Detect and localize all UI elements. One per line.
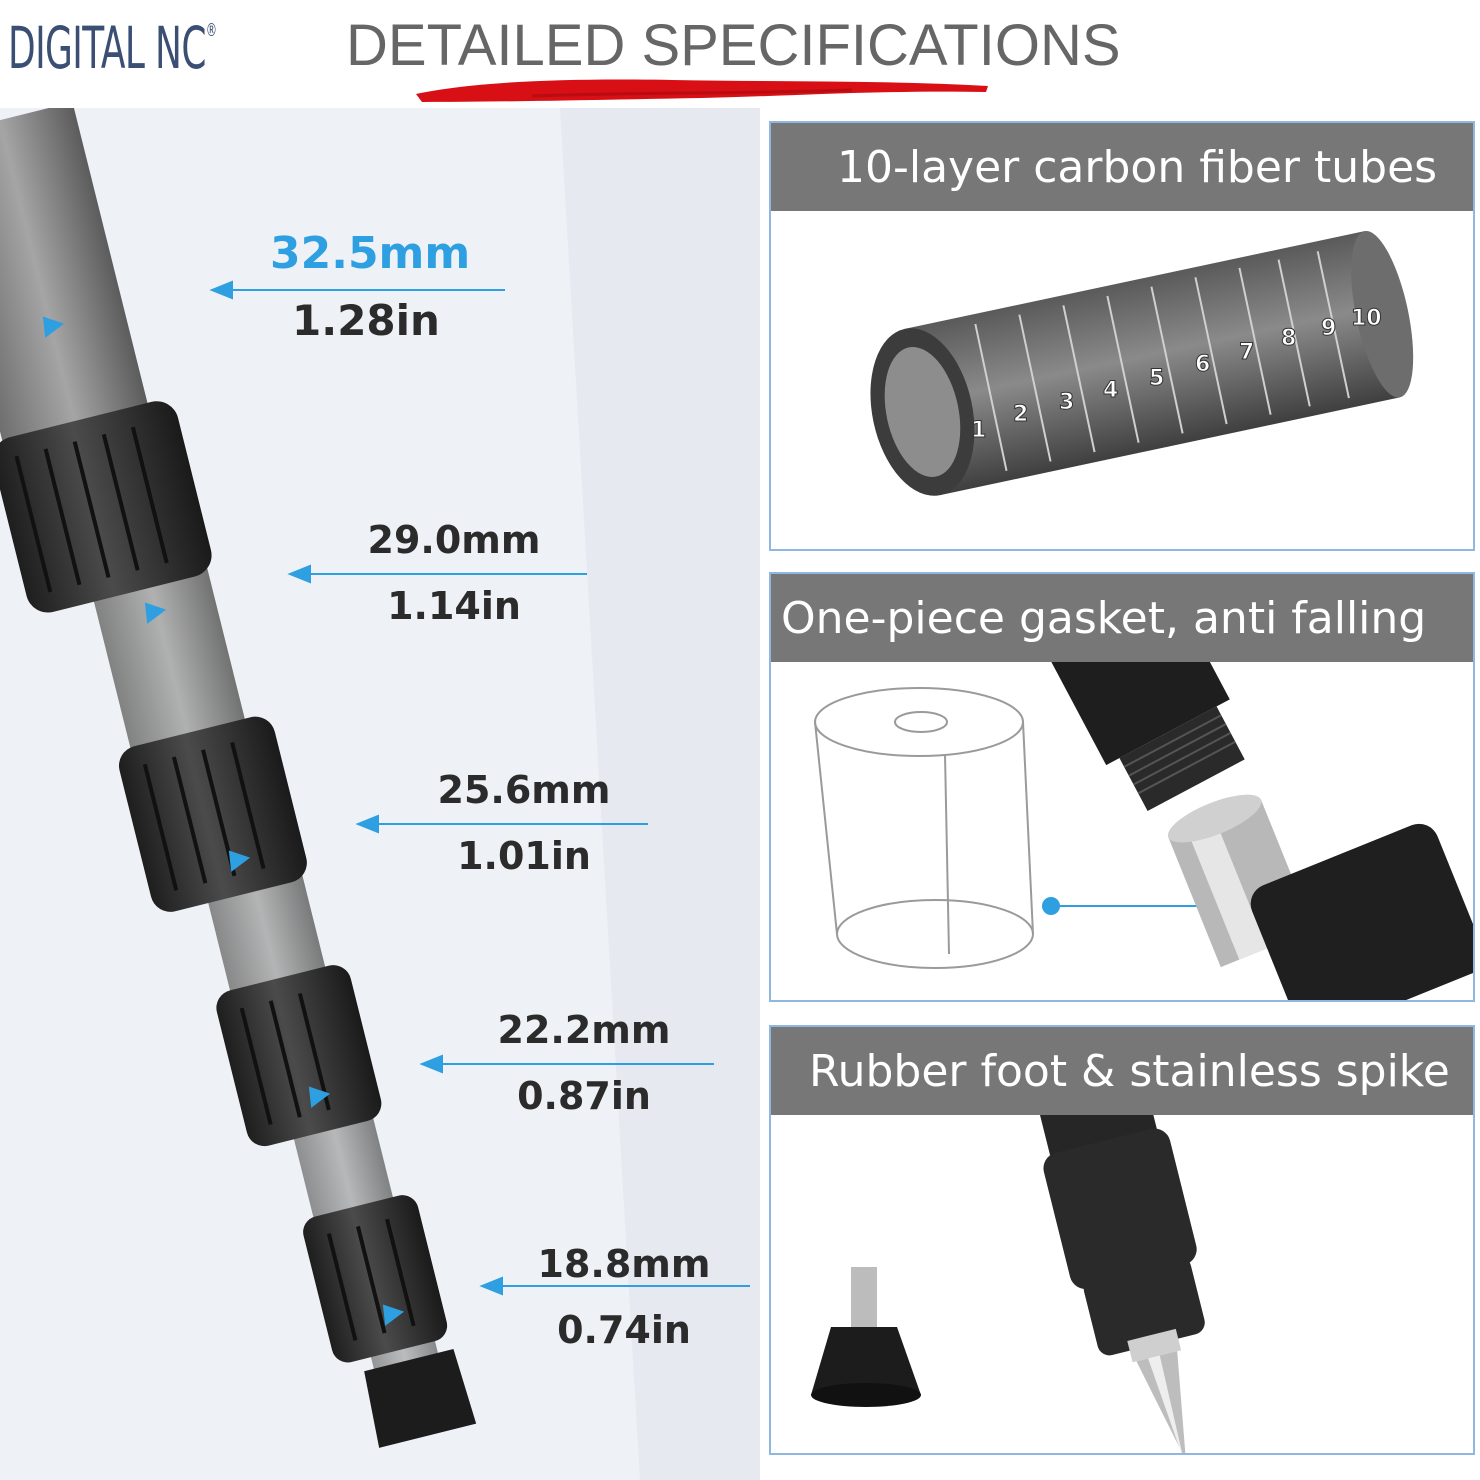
panel-gasket: One-piece gasket, anti falling	[769, 572, 1475, 1002]
layer-label: 6	[1195, 352, 1210, 377]
layer-label: 7	[1239, 340, 1254, 365]
panel-foot-spike-title: Rubber foot & stainless spike	[771, 1027, 1473, 1115]
registered-mark: ®	[205, 20, 217, 41]
measurement-2-in: 1.14in	[387, 584, 521, 628]
layer-label: 9	[1321, 316, 1336, 341]
panel-foot-spike: Rubber foot & stainless spike	[769, 1025, 1475, 1455]
layer-label: 1	[971, 418, 986, 443]
brand-logo: DIGITAL NC®	[8, 14, 217, 82]
carbon-tube-illustration: 1 2 3 4 5 6 7 8 9 10	[870, 230, 1414, 496]
page-title: DETAILED SPECIFICATIONS	[346, 13, 1121, 78]
panel-gasket-title: One-piece gasket, anti falling	[771, 574, 1473, 662]
measurement-4-in: 0.87in	[517, 1074, 651, 1118]
panel-carbon-fiber: 10-layer carbon fiber tubes 1 2 3 4 5 6	[769, 121, 1475, 551]
measurement-1-in: 1.28in	[292, 296, 440, 345]
layer-label: 5	[1149, 366, 1164, 391]
red-brush-underline	[416, 79, 988, 102]
measurement-1-mm: 32.5mm	[270, 228, 471, 279]
layer-label: 3	[1059, 390, 1074, 415]
measurement-5-in: 0.74in	[557, 1308, 691, 1352]
measurement-4-mm: 22.2mm	[497, 1008, 671, 1052]
measurement-3-in: 1.01in	[457, 834, 591, 878]
gasket-illustration	[814, 574, 1473, 1000]
layer-label: 10	[1351, 306, 1382, 331]
measurement-2-mm: 29.0mm	[367, 518, 541, 562]
measurement-5-mm: 18.8mm	[537, 1242, 711, 1286]
layer-label: 4	[1103, 378, 1118, 403]
brand-name: DIGITAL NC	[8, 14, 206, 82]
measurement-3-mm: 25.6mm	[437, 768, 611, 812]
layer-label: 2	[1013, 402, 1028, 427]
layer-label: 8	[1281, 326, 1296, 351]
tripod-leg-photo	[0, 108, 760, 1480]
tripod-leg-illustration	[0, 108, 760, 1480]
panel-carbon-fiber-title: 10-layer carbon fiber tubes	[771, 123, 1473, 211]
